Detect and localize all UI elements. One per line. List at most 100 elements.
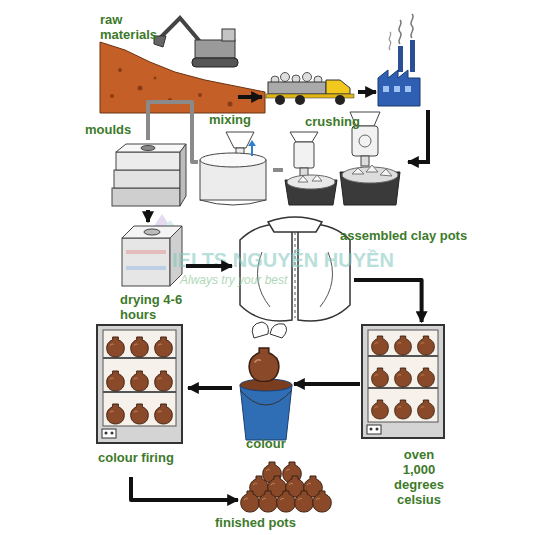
mixing-drum [248, 140, 256, 146]
process-stage: colour [232, 318, 294, 440]
excavator [222, 29, 235, 41]
drying-block [144, 229, 160, 235]
quarry-ground [110, 94, 114, 98]
oven-cabinet [395, 336, 412, 355]
quarry-ground [118, 68, 122, 72]
colour-bucket [240, 322, 292, 440]
mould-stack [112, 188, 180, 206]
firing-cabinet [107, 371, 125, 391]
process-stage: crushing [283, 110, 403, 208]
oven-cabinet [376, 428, 379, 431]
factory [389, 32, 391, 50]
watermark-text: IELTS NGUYỄN HUYỀN [172, 249, 394, 272]
crushing-machine [312, 175, 322, 181]
stage-label: raw materials [100, 12, 170, 42]
quarry-ground [154, 77, 157, 80]
oven-cabinet [372, 400, 389, 419]
firing-cabinet [97, 325, 182, 443]
clay-pot-mould [240, 224, 292, 321]
flow-arrow [146, 210, 150, 222]
truck [303, 73, 312, 82]
colour-bucket [252, 322, 268, 338]
truck [275, 95, 285, 105]
process-stage: finished pots [238, 460, 333, 515]
factory [378, 70, 420, 106]
factory [378, 14, 420, 106]
mould-stack [114, 170, 180, 188]
process-stage: moulds [108, 140, 188, 210]
process-stage: colour firing [93, 322, 188, 477]
quarry-ground [138, 86, 143, 91]
mixing-drum [200, 132, 266, 205]
finished-pot-pile [313, 491, 332, 512]
flow-arrow [131, 477, 238, 500]
flow-arrow [358, 90, 376, 94]
quarry-ground [228, 102, 233, 107]
truck [295, 95, 305, 105]
colour-bucket [249, 348, 279, 382]
stage-label: oven 1,000 degrees celsius [390, 447, 448, 507]
flow-arrow [238, 95, 262, 99]
firing-cabinet [97, 325, 182, 443]
flow-arrow [354, 280, 422, 322]
pipe-connector [148, 102, 198, 162]
finished-pot-pile [277, 491, 296, 512]
factory [405, 86, 411, 92]
mixing-drum [200, 153, 266, 167]
crushing-machine [285, 132, 337, 205]
flow-arrow [408, 110, 428, 162]
truck [281, 73, 290, 82]
flow-arrow [186, 264, 232, 268]
finished-pot-pile [295, 491, 314, 512]
watermark-text: Always try your best [180, 273, 287, 287]
crushing-machine [287, 175, 335, 189]
firing-cabinet [155, 371, 173, 391]
process-stage: oven 1,000 degrees celsius [360, 322, 448, 440]
stage-label: drying 4-6 hours [120, 292, 196, 322]
stage-label: mixing [209, 112, 251, 127]
oven-cabinet [395, 400, 412, 419]
truck [326, 80, 350, 94]
excavator [192, 58, 238, 67]
quarry-ground [198, 93, 202, 97]
truck [335, 95, 345, 105]
oven-cabinet [418, 336, 435, 355]
clay-pot-mould [268, 217, 322, 232]
factory [398, 46, 403, 72]
colour-bucket [270, 324, 287, 338]
oven-cabinet [372, 368, 389, 387]
colour-bucket [240, 390, 292, 405]
mould-stack [116, 144, 186, 152]
firing-cabinet [107, 337, 125, 357]
firing-cabinet [102, 429, 116, 438]
quarry-ground [100, 42, 265, 113]
process-stage: assembled clay pots [232, 218, 354, 326]
firing-cabinet [105, 432, 108, 435]
oven-cabinet [362, 325, 444, 438]
firing-cabinet [107, 404, 125, 424]
flow-arrow [294, 382, 360, 386]
quarry-ground [100, 42, 265, 113]
excavator [154, 18, 238, 67]
oven-cabinet [395, 368, 412, 387]
quarry-ground [168, 98, 172, 102]
crushing-machine [359, 135, 371, 147]
oven-cabinet [370, 428, 373, 431]
stage-label: finished pots [215, 515, 296, 530]
finished-pot-pile [259, 491, 278, 512]
clay-pot-mould [295, 232, 296, 318]
crushing-machine [380, 169, 392, 176]
firing-cabinet [131, 337, 149, 357]
process-stage: mixing [198, 112, 273, 202]
stage-label: colour [246, 436, 286, 451]
mould-stack [180, 144, 186, 206]
truck [268, 82, 326, 94]
crushing-machine [298, 176, 308, 182]
firing-cabinet [131, 371, 149, 391]
firing-cabinet [131, 404, 149, 424]
oven-cabinet [418, 368, 435, 387]
crushing-machine [361, 156, 369, 166]
excavator [195, 40, 235, 58]
